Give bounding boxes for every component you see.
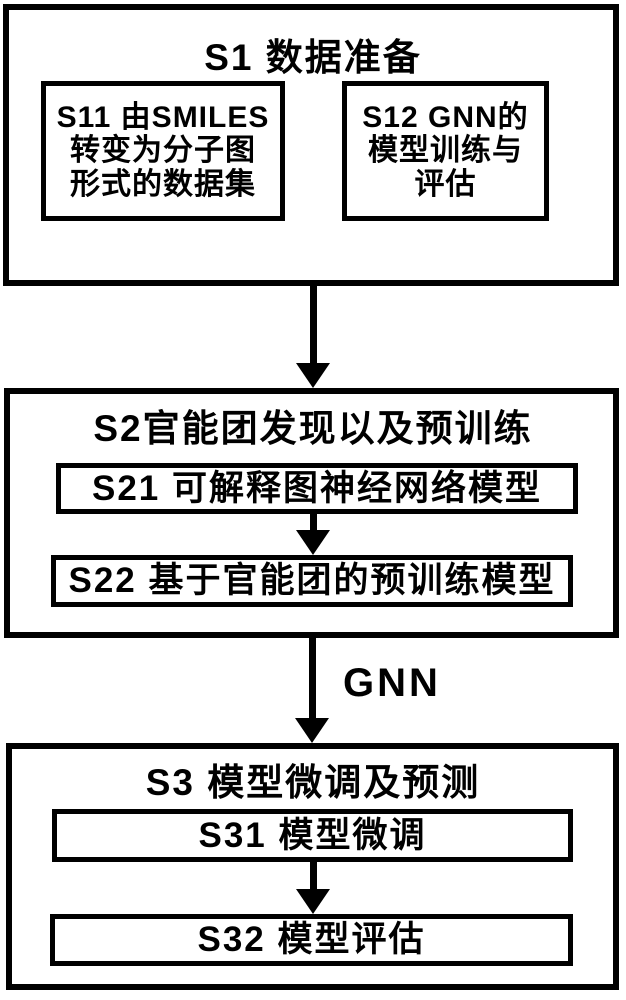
s21-step-box: S21 可解释图神经网络模型: [56, 463, 578, 514]
s31-step-box: S31 模型微调: [52, 809, 573, 862]
s3-section-title: S3 模型微调及预测: [145, 762, 481, 803]
s12-step-label: S12 GNN的 模型训练与 评估: [362, 100, 529, 201]
s22-step-label: S22 基于官能团的预训练模型: [68, 561, 556, 601]
arrow-s1-to-s2-shaft: [310, 286, 317, 364]
arrow-s31-to-s32-shaft: [310, 862, 317, 890]
s31-step-label: S31 模型微调: [198, 815, 427, 855]
arrow-s2-to-s3-shaft: [309, 638, 316, 719]
arrow-s21-to-s22-head: [296, 530, 330, 555]
arrow-s1-to-s2-head: [296, 363, 330, 388]
s32-step-label: S32 模型评估: [197, 920, 426, 960]
arrow-s2-to-s3-head: [295, 718, 329, 743]
s12-step-box: S12 GNN的 模型训练与 评估: [342, 81, 549, 221]
arrow-s31-to-s32-head: [296, 889, 330, 914]
s32-step-box: S32 模型评估: [50, 914, 573, 966]
s22-step-box: S22 基于官能团的预训练模型: [51, 555, 573, 607]
s21-step-label: S21 可解释图神经网络模型: [91, 468, 542, 508]
arrow-s21-to-s22-shaft: [310, 514, 317, 532]
s2-section-title: S2官能团发现以及预训练: [93, 408, 533, 449]
s11-step-box: S11 由SMILES 转变为分子图 形式的数据集: [41, 81, 285, 221]
s11-step-label: S11 由SMILES 转变为分子图 形式的数据集: [56, 100, 270, 201]
s1-section-title: S1 数据准备: [204, 37, 422, 78]
gnn-connector-label: GNN: [343, 661, 441, 705]
